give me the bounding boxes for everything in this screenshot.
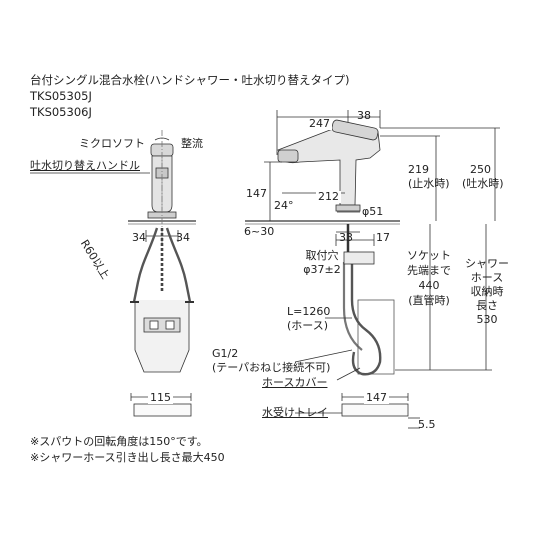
dim-34-left: 34 [132, 231, 146, 244]
label-hose-length: L=1260 [287, 305, 331, 318]
model-2: TKS05306J [30, 105, 92, 119]
label-hose: (ホース) [287, 319, 329, 332]
label-water-tray: 水受けトレイ [262, 406, 328, 419]
dim-mount-hole: φ37±2 [303, 263, 341, 276]
label-g12: G1/2 [212, 347, 239, 360]
dim-250-sub: (吐水時) [462, 177, 504, 190]
dim-17: 17 [376, 231, 390, 244]
dim-5-5: 5.5 [418, 418, 436, 431]
dim-38: 38 [357, 109, 371, 122]
shower-hose-line-4: 長さ [476, 299, 498, 312]
model-1: TKS05305J [30, 89, 92, 103]
label-seiryu: 整流 [181, 137, 203, 150]
label-mount-hole: 取付穴 [305, 249, 339, 262]
angle-24: 24° [274, 199, 294, 212]
socket-line-2: 先端まで [407, 264, 451, 277]
title: 台付シングル混合水栓(ハンドシャワー・吐水切り替えタイプ) [30, 73, 350, 87]
label-microsoft: ミクロソフト [79, 137, 145, 150]
dim-6-30: 6~30 [244, 225, 275, 238]
socket-line-1: ソケット [407, 249, 451, 262]
dim-phi51: φ51 [362, 205, 384, 218]
shower-hose-line-5: 530 [476, 313, 498, 326]
dim-33: 33 [339, 231, 353, 244]
dim-219-sub: (止水時) [408, 177, 450, 190]
note-1: ※スパウトの回転角度は150°です。 [30, 435, 208, 448]
dim-247: 247 [307, 117, 332, 130]
front-view-faucet [30, 130, 196, 417]
shower-hose-line-2: ホース [470, 271, 504, 284]
side-view-faucet [245, 110, 500, 429]
socket-line-4: (直管時) [408, 294, 450, 307]
dim-34-right: 34 [176, 231, 190, 244]
dim-212: 212 [316, 190, 341, 203]
dim-147-top: 147 [246, 187, 267, 200]
note-2: ※シャワーホース引き出し長さ最大450 [30, 451, 225, 464]
dim-147-bottom: 147 [364, 391, 389, 404]
label-switch-handle: 吐水切り替えハンドル [30, 159, 140, 172]
shower-hose-line-3: 収納時 [470, 285, 504, 298]
socket-line-3: 440 [418, 279, 440, 292]
dim-115: 115 [148, 391, 173, 404]
shower-hose-line-1: シャワー [465, 257, 509, 270]
dim-250: 250 [470, 163, 491, 176]
dim-219: 219 [408, 163, 429, 176]
label-hose-cover: ホースカバー [262, 376, 328, 389]
label-g12-sub: (テーパおねじ接続不可) [212, 361, 331, 374]
